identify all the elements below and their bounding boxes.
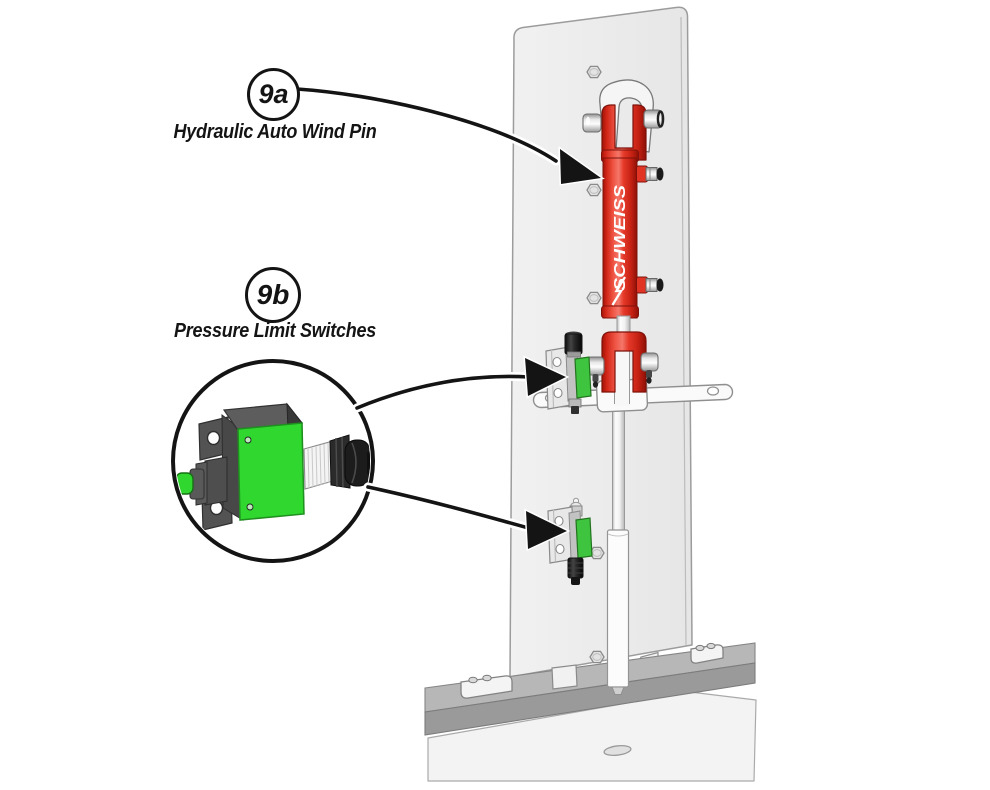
pin-hole <box>603 744 632 757</box>
detail-arrow-lower <box>363 482 571 552</box>
rail-foot-left <box>460 674 513 699</box>
top-clevis-pin <box>582 109 665 133</box>
callout-caption-9b: Pressure Limit Switches <box>174 320 376 342</box>
arrowhead-icon <box>558 146 605 186</box>
bottom-clevis <box>601 331 647 393</box>
detail-switch <box>176 402 370 531</box>
detail-plunger-tip <box>176 472 194 495</box>
callout-badge-9b: 9b <box>245 267 301 323</box>
switch-green-face <box>574 356 592 399</box>
callout-badge-9a: 9a <box>247 68 300 121</box>
bottom-clevis-pin <box>586 352 659 388</box>
callout-caption-9a: Hydraulic Auto Wind Pin <box>173 121 377 143</box>
floor-slab <box>427 691 757 782</box>
wind-pin-rod <box>606 399 630 695</box>
detail-green-face <box>237 422 305 521</box>
base-rail <box>424 642 756 736</box>
callout-id-9a: 9a <box>258 79 289 109</box>
hydraulic-fitting-lower <box>636 276 664 294</box>
hydraulic-fitting-upper <box>636 165 664 183</box>
arrowhead-icon <box>523 355 570 399</box>
rail-foot-right <box>690 642 724 664</box>
detail-arrow-upper <box>352 355 570 413</box>
logo-bolt-icon <box>611 276 626 306</box>
rod-tip <box>611 686 625 695</box>
callout-arrow-9a <box>292 84 605 186</box>
callout-id-9b: 9b <box>256 279 290 310</box>
detail-circle <box>171 359 375 563</box>
rod-sleeve <box>606 529 630 688</box>
cylinder-logo: SCHWEISS <box>612 184 629 291</box>
hydraulic-cylinder: SCHWEISS <box>582 79 665 337</box>
rail-foot-center-tab <box>551 664 578 690</box>
clevis-bracket-assembly <box>532 331 734 413</box>
arrowhead-icon <box>524 508 571 552</box>
switch-green-face <box>575 517 593 559</box>
